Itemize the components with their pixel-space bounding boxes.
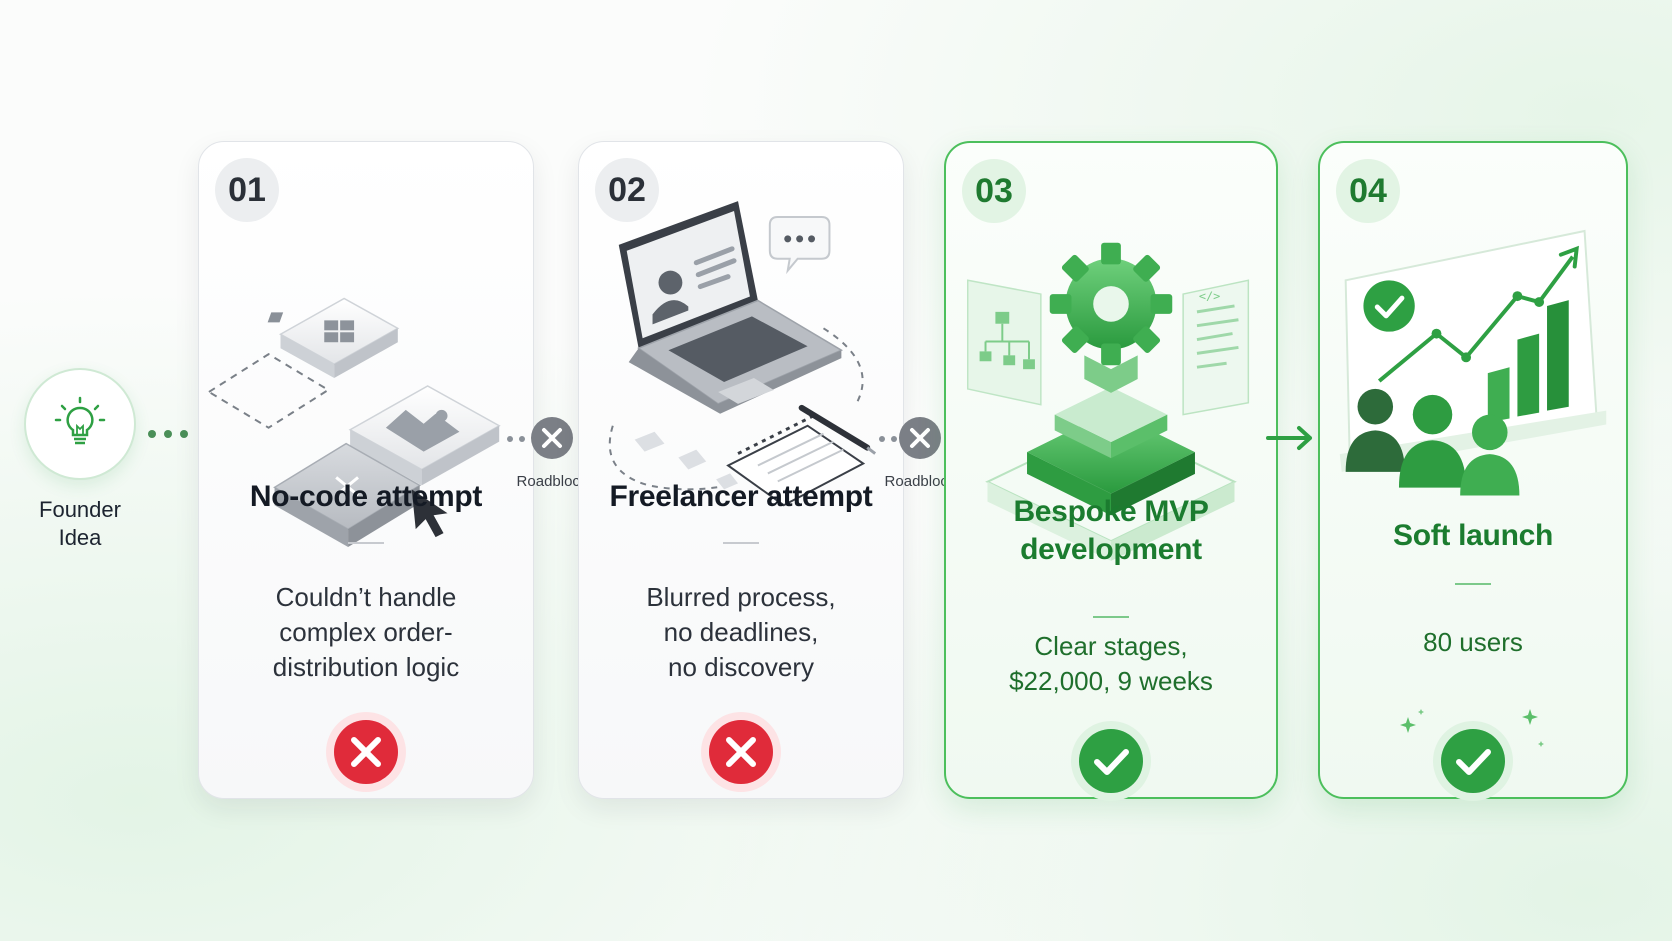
description-line: no discovery — [668, 652, 814, 682]
step-card-03: 03 </> — [944, 141, 1278, 801]
description-line: Couldn’t handle — [275, 582, 457, 612]
step-number: 03 — [962, 159, 1026, 223]
founder-idea-node — [24, 368, 136, 480]
description-line: distribution logic — [272, 652, 460, 682]
x-circle-icon — [898, 416, 942, 460]
description-line: complex order- — [279, 617, 453, 647]
founder-label-line2: Idea — [58, 525, 102, 550]
roadblock-label-1: Roadblock — [516, 473, 588, 490]
laptop-freelancer-icon — [608, 201, 877, 507]
title-divider — [1093, 616, 1129, 618]
step-card-01: 01 No-code attempt Couldn’t handle compl… — [198, 141, 534, 799]
arrow-right-icon — [1266, 426, 1312, 450]
step-title: Soft launch — [1392, 519, 1554, 552]
title-divider — [348, 542, 384, 544]
step-card-04: 04 Soft launch 80 users — [1318, 141, 1628, 801]
roadblock-label-2: Roadblock — [884, 473, 956, 490]
growth-chart-users-icon — [1339, 229, 1607, 496]
founder-idea-label: Founder Idea — [20, 496, 140, 552]
title-divider — [723, 542, 759, 544]
founder-label-line1: Founder — [39, 497, 121, 522]
connector-dots-left-1 — [507, 436, 525, 442]
lightbulb-icon — [24, 368, 136, 480]
title-line: development — [1020, 533, 1202, 566]
connector-dots-left-2 — [879, 436, 897, 442]
description-line: Clear stages, — [1034, 631, 1188, 661]
description-line: 80 users — [1423, 627, 1523, 657]
step-description: 80 users — [1340, 625, 1606, 660]
fail-x-icon — [699, 710, 783, 794]
title-divider — [1455, 583, 1491, 585]
step-title: Bespoke MVP development — [946, 493, 1276, 569]
gear-platform-icon: </> — [966, 242, 1250, 561]
step-title: No-code attempt — [249, 480, 483, 513]
description-line: Blurred process, — [646, 582, 836, 612]
success-check-icon — [1431, 719, 1515, 803]
no-code-blocks-icon — [207, 297, 501, 548]
step-number: 01 — [215, 158, 279, 222]
title-line: Bespoke MVP — [1013, 495, 1209, 528]
connector-dots-start — [148, 430, 188, 438]
description-line: no deadlines, — [663, 617, 819, 647]
x-circle-icon — [530, 416, 574, 460]
success-check-icon — [1069, 719, 1153, 803]
step-number: 04 — [1336, 159, 1400, 223]
step-title: Freelancer attempt — [609, 480, 873, 513]
step-description: Couldn’t handle complex order- distribut… — [219, 580, 513, 685]
step-number: 02 — [595, 158, 659, 222]
fail-x-icon — [324, 710, 408, 794]
step-description: Blurred process, no deadlines, no discov… — [599, 580, 883, 685]
description-line: $22,000, 9 weeks — [1009, 666, 1213, 696]
svg-text:</>: </> — [1199, 289, 1220, 303]
step-card-02: 02 Freelancer attempt Blurred process, — [578, 141, 904, 799]
sparkle-icon — [1400, 709, 1544, 747]
step-description: Clear stages, $22,000, 9 weeks — [966, 629, 1256, 699]
